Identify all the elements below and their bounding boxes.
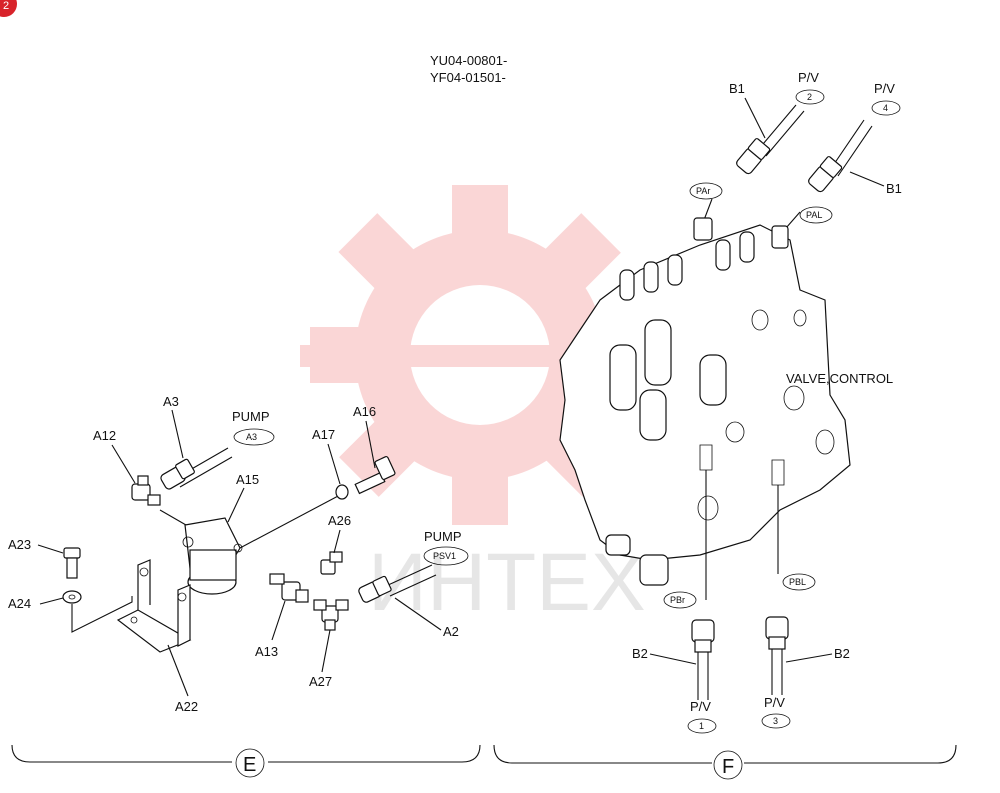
section-f-group: VALVE,CONTROL B1 P/V 2 P/V 4 B1 PAr PAL (493, 70, 957, 780)
washer-a24 (62, 590, 82, 604)
tag-par-oval (689, 182, 723, 200)
tag-pbl-oval (782, 573, 816, 591)
label-a24: A24 (8, 596, 31, 611)
port-pal (771, 225, 789, 249)
label-pv-1: P/V (690, 699, 711, 714)
watermark-text: ИНТЕХ (368, 537, 646, 628)
label-a16: A16 (353, 404, 376, 419)
bracket-a22 (116, 559, 192, 653)
label-a17: A17 (312, 427, 335, 442)
label-b1-right: B1 (886, 181, 902, 196)
tag-2-oval (795, 89, 825, 105)
hose-b1-left (736, 104, 805, 175)
section-e-marker-circle (235, 748, 265, 778)
section-f-bracket (493, 744, 957, 764)
block-a15 (182, 517, 243, 595)
label-b1-left: B1 (729, 81, 745, 96)
label-a12: A12 (93, 428, 116, 443)
control-valve-body (559, 224, 851, 586)
tag-3: 3 (773, 716, 778, 726)
label-b2-right: B2 (834, 646, 850, 661)
label-pump-2: PUMP (424, 529, 462, 544)
tag-1: 1 (699, 721, 704, 731)
corner-badge: 2 (0, 0, 17, 17)
lower-port-fittings (699, 444, 785, 486)
fitting-a26 (320, 551, 343, 575)
label-a27: A27 (309, 674, 332, 689)
tag-pbl: PBL (789, 577, 806, 587)
label-valve-control: VALVE,CONTROL (786, 371, 893, 386)
tag-a3-oval (233, 428, 275, 446)
hose-b2-left (691, 619, 715, 700)
section-e-marker: E (243, 754, 256, 776)
tag-par: PAr (696, 186, 710, 196)
tag-1-oval (687, 718, 717, 734)
port-par (693, 217, 713, 241)
fitting-a13 (269, 573, 309, 603)
label-pv-2: P/V (798, 70, 819, 85)
hose-a3 (160, 447, 233, 490)
section-f-marker: F (722, 756, 734, 778)
tag-psv1: PSV1 (433, 551, 456, 561)
label-a23: A23 (8, 537, 31, 552)
tag-pal-oval (799, 206, 833, 224)
tag-2: 2 (807, 92, 812, 102)
fitting-a27 (313, 599, 349, 631)
tag-a3: A3 (246, 432, 257, 442)
label-pump-1: PUMP (232, 409, 270, 424)
label-pv-3: P/V (764, 695, 785, 710)
label-a2: A2 (443, 624, 459, 639)
corner-badge-label: 2 (3, 0, 9, 12)
bolt-a23 (63, 547, 81, 579)
label-pv-4: P/V (874, 81, 895, 96)
fitting-a12 (131, 475, 161, 506)
tag-4-oval (871, 100, 901, 116)
label-a22: A22 (175, 699, 198, 714)
serial-line-2: YF04-01501- (430, 70, 506, 85)
section-e-bracket (11, 744, 481, 763)
label-a13: A13 (255, 644, 278, 659)
hose-a2 (358, 564, 437, 603)
tag-pal: PAL (806, 210, 822, 220)
bolt-a16 (354, 456, 396, 495)
tag-pbr-oval (663, 591, 697, 609)
serial-line-1: YU04-00801- (430, 53, 507, 68)
tag-4: 4 (883, 103, 888, 113)
section-e-group: A3 PUMP A3 A12 A15 A17 (8, 394, 481, 778)
hose-b2-right (765, 616, 789, 695)
washer-a17 (335, 484, 349, 500)
hose-b1-right (808, 119, 873, 193)
label-b2-left: B2 (632, 646, 648, 661)
label-a15: A15 (236, 472, 259, 487)
label-a26: A26 (328, 513, 351, 528)
tag-pbr: PBr (670, 595, 685, 605)
label-a3: A3 (163, 394, 179, 409)
section-f-marker-circle (713, 750, 743, 780)
tag-3-oval (761, 713, 791, 729)
tag-psv1-oval (423, 546, 469, 566)
